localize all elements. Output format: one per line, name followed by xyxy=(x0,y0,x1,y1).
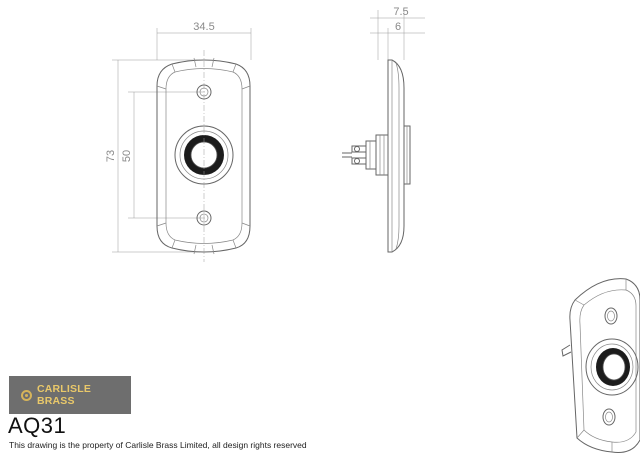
screw-hole-bottom xyxy=(196,210,212,226)
terminal-upper xyxy=(351,145,367,153)
brand-name: CARLISLE BRASS xyxy=(36,383,92,407)
dimension-hole-spacing: 50 xyxy=(121,150,133,162)
side-view: 7.5 6 xyxy=(342,6,425,253)
isometric-hole-bottom xyxy=(602,408,616,426)
isometric-hole-top xyxy=(604,307,618,325)
front-view: 34.5 73 50 xyxy=(105,21,252,262)
product-code: AQ31 xyxy=(8,413,67,438)
dimension-width: 34.5 xyxy=(193,21,214,33)
isometric-plate xyxy=(569,278,640,453)
isometric-view xyxy=(561,278,640,453)
brand-mark-icon xyxy=(21,389,32,401)
dimension-depth-plate: 6 xyxy=(395,21,401,33)
dimension-depth-overall: 7.5 xyxy=(393,6,408,18)
plate-profile xyxy=(387,59,405,253)
dimension-height-overall: 73 xyxy=(105,150,117,162)
terminal-lower xyxy=(351,157,367,165)
copyright-notice: This drawing is the property of Carlisle… xyxy=(9,440,307,450)
switch-body xyxy=(375,134,389,176)
brand-logo: CARLISLE BRASS xyxy=(9,376,131,414)
